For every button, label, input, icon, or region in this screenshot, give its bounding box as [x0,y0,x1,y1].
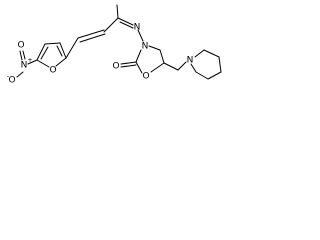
bond-nitro-n-o-double-a [19,50,23,61]
atom-labels: N + O - O O N N O O N [7,23,193,86]
bond-c5-ch2 [163,62,179,71]
bond-furan-c3-c4 [44,42,61,45]
bond-furan-c2-c3 [59,42,67,59]
bond-pip-c4-c5 [207,71,222,80]
chemical-structure-diagram: N + O - O O N N O O N [7,4,222,86]
bond-imine-double-a [117,17,134,26]
bond-furan-o-c2 [55,57,67,67]
bond-ring-o-c5 [150,62,165,73]
charge-nitro-n: + [27,57,32,64]
bond-furan-c5-o [36,59,50,68]
atom-piperidine-n: N [187,56,194,66]
atom-imine-n: N [134,23,141,33]
bond-ring-n-carbonyl [135,49,142,63]
bond-c5-c4 [159,49,165,64]
charge-nitro-o-minus: - [7,73,9,80]
atom-carbonyl-o: O [112,62,119,72]
bond-vinyl-double-a [77,29,105,39]
atom-nitro-n: N [21,61,28,71]
bond-furan-c2-c3-inner [56,45,63,57]
bond-carbonyl-ring-o [135,61,143,74]
bond-n-n [137,29,144,42]
atom-ring-o: O [142,72,149,82]
bond-methyl [116,4,119,19]
atom-ring-n: N [142,42,149,52]
bond-pip-c6-n [190,63,197,73]
bond-pip-c2-c3 [203,49,220,58]
bond-imine-double-b [119,21,134,29]
bond-vinyl-double-b [79,33,106,43]
bond-c4-ring-n [148,45,161,51]
bond-furan-vinyl [65,37,79,59]
bond-ch2-piperidine-n [177,61,187,71]
bond-pip-n-c2 [194,49,205,58]
bond-carbonyl-double-b [120,64,137,68]
bond-vinyl-imine-carbon [103,17,119,33]
bond-furan-c4-c5-inner [40,46,49,60]
bond-furan-c4-c5 [36,43,46,61]
bond-pip-c5-c6 [195,71,209,80]
bond-carbonyl-double-a [120,61,137,65]
atom-furan-o: O [49,66,56,76]
bond-nitro-n-o-single [16,71,24,78]
bond-nitro-n-furan [27,59,38,65]
atom-nitro-o-minus: O [8,76,15,86]
bonds [16,4,222,80]
bond-pip-c3-c4 [218,56,222,73]
atom-nitro-o: O [17,41,24,51]
bond-nitro-n-o-double-b [22,50,26,60]
